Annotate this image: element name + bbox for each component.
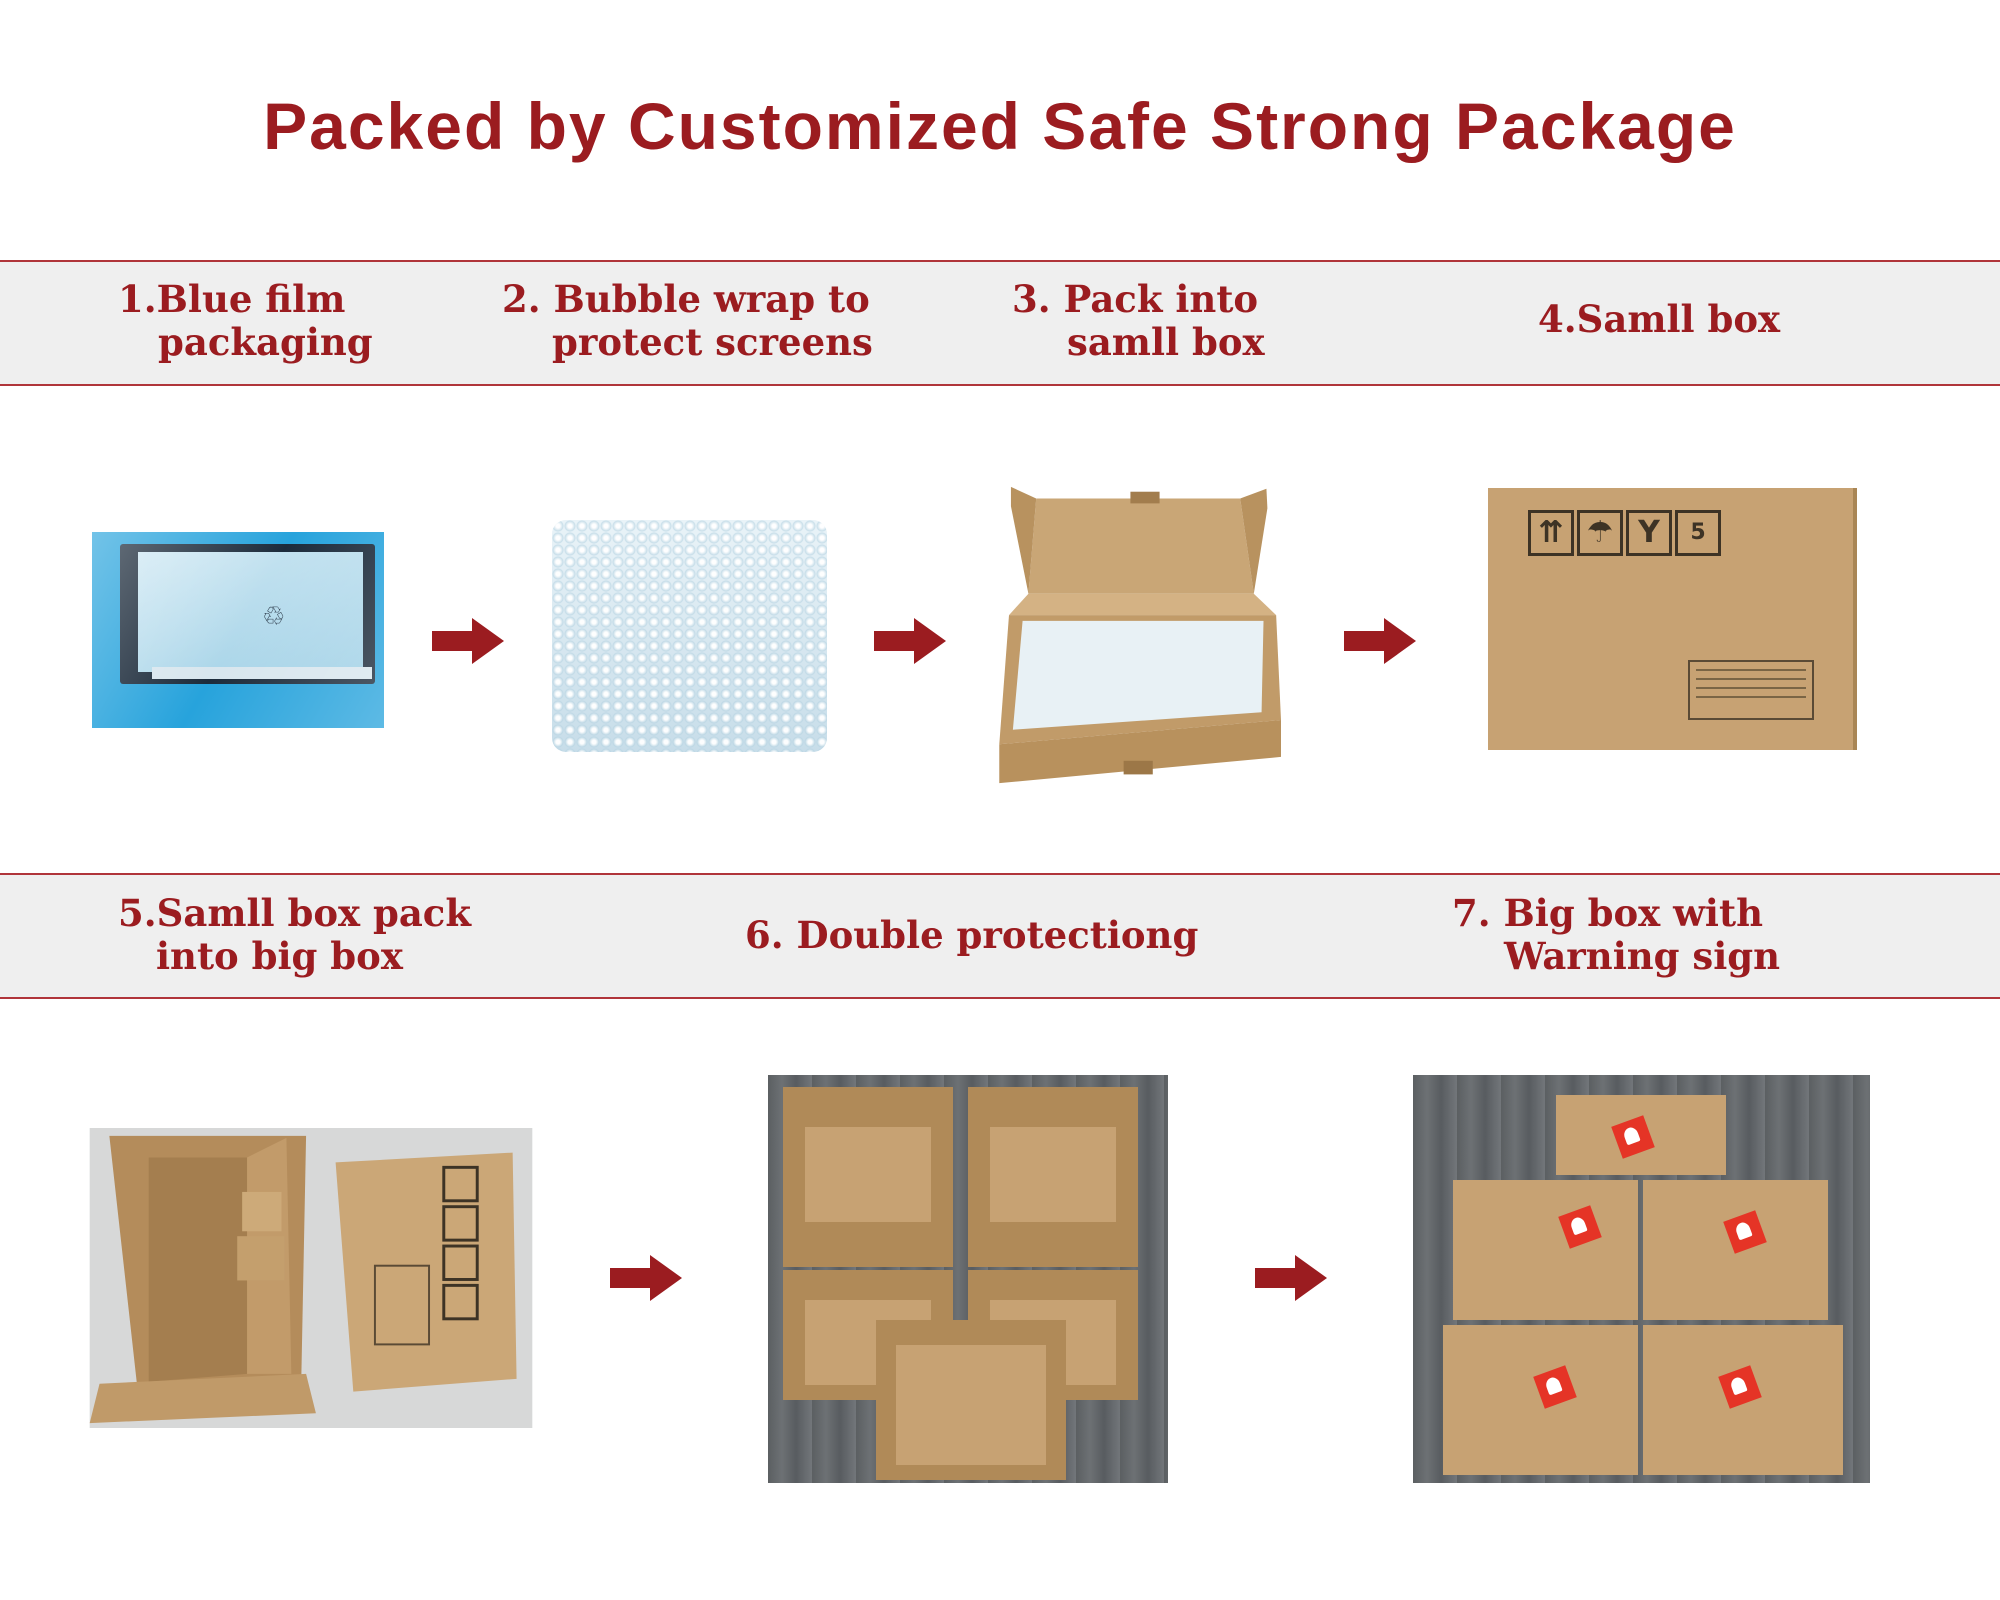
step-5-line1: 5.Samll box pack [118, 891, 471, 935]
warning-sticker-icon [1723, 1210, 1767, 1254]
film-sheen [92, 532, 384, 728]
step-7-line2: Warning sign [1504, 934, 1781, 978]
big-box [876, 1320, 1066, 1480]
step-2-label: 2. Bubble wrap to protect screens [502, 278, 873, 364]
big-box [968, 1087, 1138, 1267]
photo-closed-small-box: ⇈ ☂ Y 5 [1488, 488, 1857, 750]
arrow-right-icon [874, 618, 946, 664]
arrow-right-icon [1255, 1255, 1327, 1301]
photo-big-box-with-small-box [89, 1128, 533, 1428]
step-7-line1: 7. Big box with [1452, 891, 1763, 935]
warning-sticker-icon [1718, 1365, 1762, 1409]
stack-limit-icon: 5 [1675, 510, 1721, 556]
panel-strip [152, 667, 372, 679]
big-box [1556, 1095, 1726, 1175]
step-3-line2: samll box [1067, 320, 1265, 364]
step-5-label: 5.Samll box pack into big box [118, 892, 471, 978]
big-box [1443, 1325, 1638, 1475]
step-7-label: 7. Big box with Warning sign [1452, 892, 1780, 978]
photo-big-boxes-warning [1413, 1075, 1870, 1483]
warning-sticker-icon [1533, 1365, 1577, 1409]
page-title: Packed by Customized Safe Strong Package [263, 89, 1737, 163]
recycle-icon: ♲ [262, 602, 285, 632]
photo-open-small-box [999, 486, 1281, 784]
step-3-line1: 3. Pack into [1012, 277, 1259, 321]
step-1-label: 1.Blue film packaging [118, 278, 373, 364]
small-box [805, 1127, 931, 1222]
this-way-up-icon: ⇈ [1528, 510, 1574, 556]
warning-sticker-icon [1611, 1115, 1655, 1159]
small-box [990, 1127, 1116, 1222]
photo-bubble-wrap [552, 520, 827, 752]
big-box [1643, 1325, 1843, 1475]
box-notice-label [1688, 660, 1814, 720]
steps-band-2 [0, 873, 2000, 999]
step-2-line2: protect screens [552, 320, 873, 364]
warning-sticker-icon [1558, 1205, 1602, 1249]
step-1-line2: packaging [158, 320, 373, 364]
photo-blue-film: ♲ [92, 532, 384, 728]
photo-double-protection [768, 1075, 1168, 1483]
step-3-label: 3. Pack into samll box [1012, 278, 1265, 364]
big-box [1643, 1180, 1828, 1320]
arrow-right-icon [1344, 618, 1416, 664]
lcd-screen [138, 552, 363, 672]
fragile-glass-icon: Y [1626, 510, 1672, 556]
step-4-line1: 4.Samll box [1538, 297, 1781, 341]
arrow-right-icon [432, 618, 504, 664]
big-box [783, 1087, 953, 1267]
keep-dry-icon: ☂ [1577, 510, 1623, 556]
step-4-label: 4.Samll box [1538, 298, 1780, 341]
step-2-line1: 2. Bubble wrap to [502, 277, 870, 321]
step-6-line1: 6. Double protectiong [745, 913, 1199, 957]
arrow-right-icon [610, 1255, 682, 1301]
steps-band-1 [0, 260, 2000, 386]
big-box [1453, 1180, 1638, 1320]
step-6-label: 6. Double protectiong [745, 914, 1198, 957]
small-box [896, 1345, 1046, 1465]
step-5-line2: into big box [156, 934, 403, 978]
step-1-line1: 1.Blue film [118, 277, 346, 321]
